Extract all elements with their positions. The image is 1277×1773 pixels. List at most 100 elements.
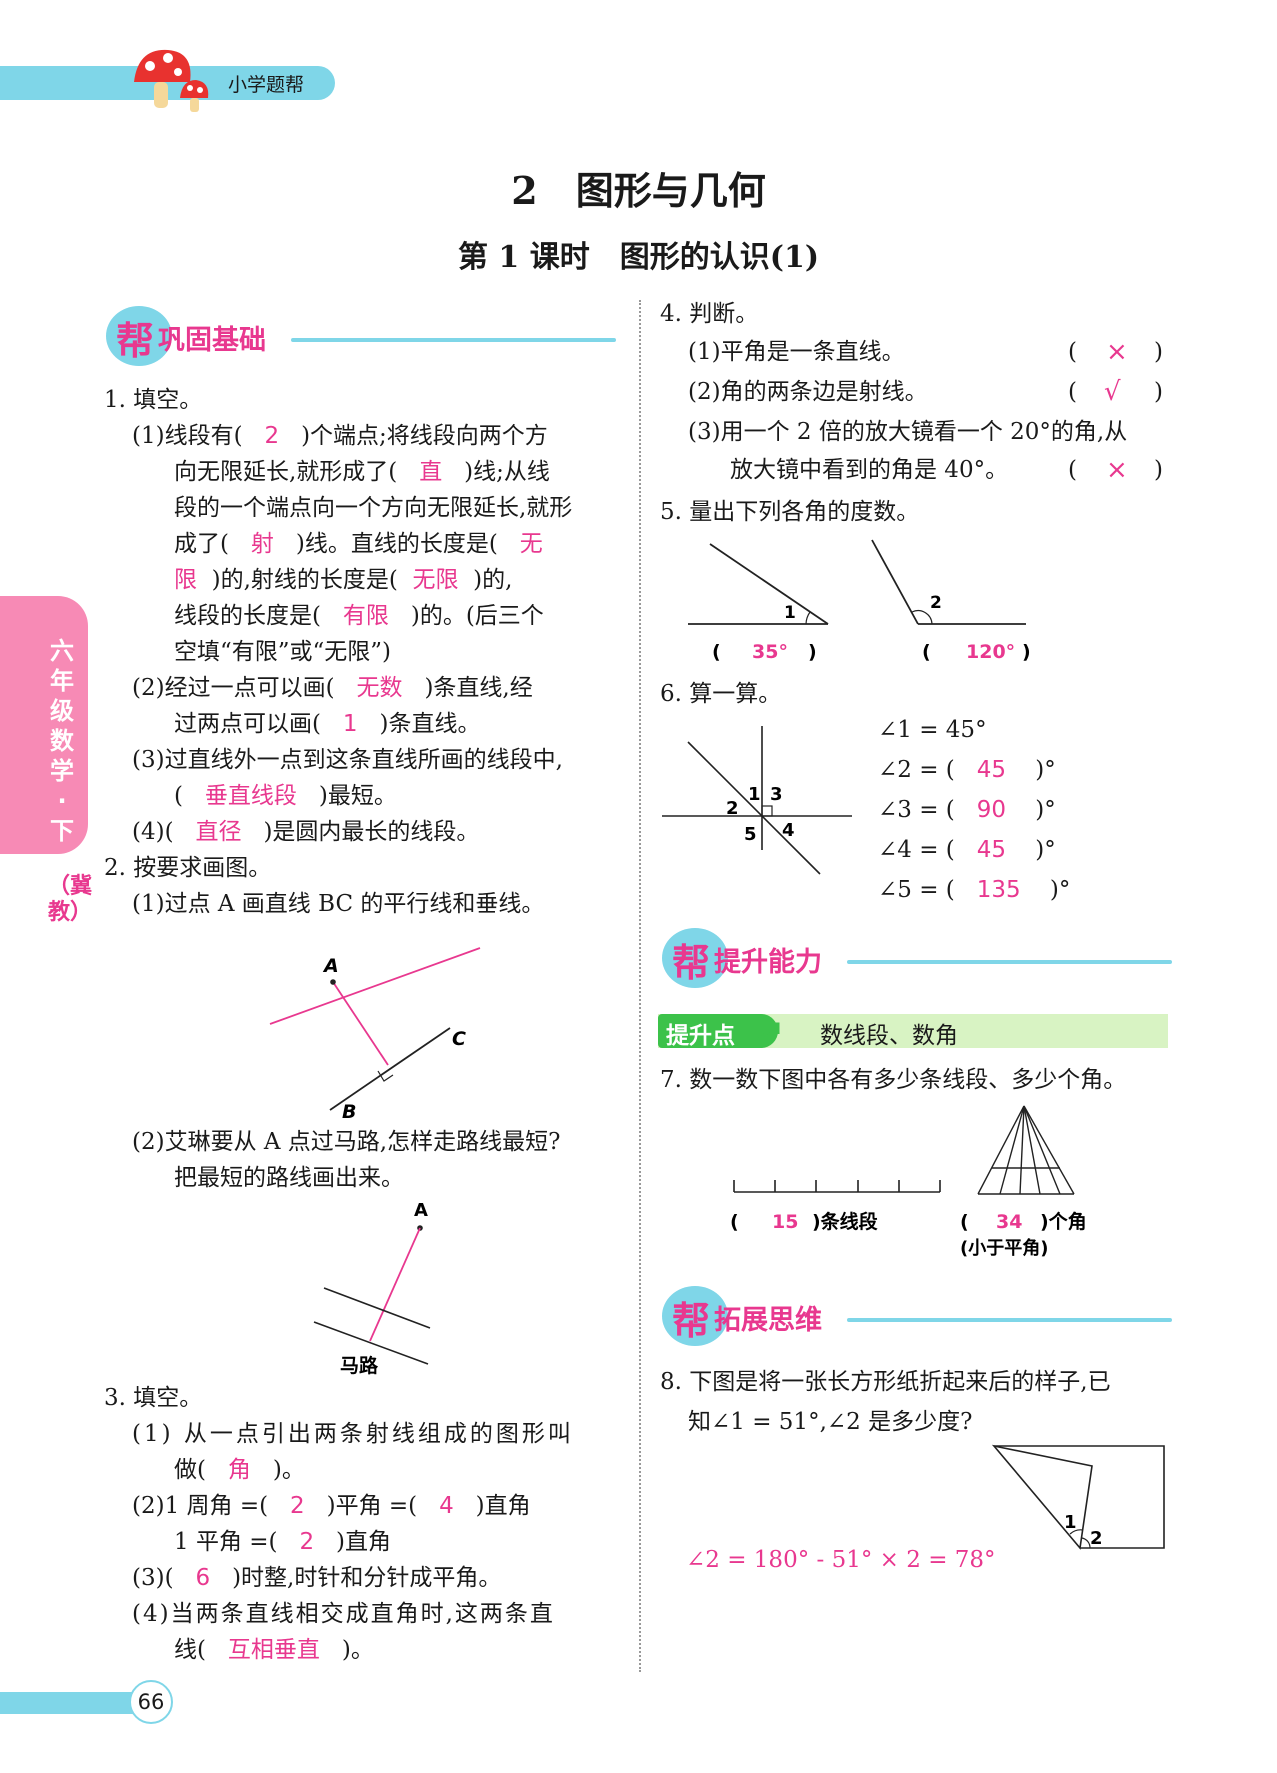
bang-badge: 帮: [106, 306, 172, 366]
q1-p1-line7: 空填“有限”或“无限”): [174, 639, 392, 665]
q6-title: 6. 算一算。: [660, 681, 782, 707]
q4-rparen-2: ): [1154, 379, 1163, 405]
perpendicular-line: [332, 981, 389, 1066]
label-c: C: [452, 1028, 466, 1050]
q4-lparen-2: (: [1068, 379, 1077, 405]
page-number-band: [0, 1692, 170, 1714]
q1-p2-line2: 过两点可以画( 1 )条直线。: [174, 711, 481, 737]
q4-lparen-3: (: [1068, 457, 1077, 483]
section-expand: 帮 拓展思维: [662, 1286, 1172, 1346]
q4-rparen-3: ): [1154, 457, 1163, 483]
q4-item1: (1)平角是一条直线。: [688, 339, 905, 365]
road-point-label: A: [414, 1200, 428, 1221]
label-4: 4: [782, 820, 795, 841]
q3-p1-line1: (1) 从一点引出两条射线组成的图形叫: [132, 1421, 574, 1447]
q5-title: 5. 量出下列各角的度数。: [660, 499, 920, 525]
angle2-label: 2: [1090, 1528, 1103, 1549]
q7-angle-answer: 34: [996, 1211, 1022, 1233]
angle2-arc: [1081, 1537, 1091, 1549]
diagonal-line: [687, 741, 821, 875]
mushroom-logo-icon: [134, 49, 209, 112]
side-tab-edition: （冀教）: [48, 874, 93, 925]
angle1-label: 1: [1064, 1512, 1077, 1533]
q5-lparen-1: (: [712, 641, 721, 663]
lesson-title: 第 1 课时 图形的认识(1): [457, 240, 820, 275]
q8-answer: ∠2 = 180° - 51° × 2 = 78°: [686, 1547, 996, 1573]
label-a: A: [322, 955, 339, 977]
q4-item2: (2)角的两条边是射线。: [688, 379, 928, 405]
label-1: 1: [748, 784, 761, 805]
q6-angle4: ∠4 = ( 45 )°: [878, 837, 1056, 863]
side-tab-grade: 六年级数学·下: [50, 637, 74, 845]
q1-p3-line2: ( 垂直线段 )最短。: [174, 783, 397, 809]
fan-triangle: [977, 1105, 1075, 1195]
q5-answer-2: 120°: [966, 641, 1015, 663]
paper-outline: [994, 1445, 1165, 1549]
q1-p1-line2: 向无限延长,就形成了( 直 )线;从线: [174, 459, 550, 485]
q3-p3: (3)( 6 )时整,时针和分针成平角。: [132, 1565, 502, 1591]
chapter-title: 2 图形与几何: [511, 168, 766, 213]
angle1-arc: [1069, 1529, 1084, 1535]
folded-flap: [992, 1444, 1093, 1550]
q5-rparen-2: ): [1022, 641, 1031, 663]
q1-p1-line6: 线段的长度是( 有限 )的。(后三个: [174, 603, 544, 629]
section-label: 巩固基础: [158, 325, 266, 356]
q1-p1-line4: 成了( 射 )线。直线的长度是( 无: [174, 531, 543, 557]
section-label: 拓展思维: [714, 1305, 822, 1336]
section-rule: [291, 338, 616, 342]
arrow-icon: [757, 1022, 780, 1042]
q6-angle3: ∠3 = ( 90 )°: [878, 797, 1056, 823]
q7-segment-answer: 15: [772, 1211, 798, 1233]
angle1-arc: [805, 611, 811, 625]
q7-angle-suffix: )个角: [1040, 1210, 1087, 1233]
label-3: 3: [770, 784, 783, 805]
tishengdian-topic: 数线段、数角: [820, 1023, 958, 1049]
q5-lparen-2: (: [922, 641, 931, 663]
right-angle-mark: [377, 1070, 394, 1082]
q4-title: 4. 判断。: [660, 301, 759, 327]
q5-rparen-1: ): [808, 641, 817, 663]
side-tab: [0, 596, 88, 854]
q6-intersecting-lines-figure: 1 3 2 4 5: [662, 726, 852, 875]
q1-p2-line1: (2)经过一点可以画( 无数 )条直线,经: [132, 675, 533, 701]
q5-answer-1: 35°: [752, 641, 788, 663]
q2-road-figure: A 马路: [313, 1200, 431, 1376]
angle1-arm: [709, 543, 829, 625]
label-5: 5: [744, 824, 757, 845]
q2-parallel-perpendicular-figure: A C B: [269, 947, 481, 1120]
q4-answer-3: ×: [1106, 455, 1128, 485]
q8-folded-paper-figure: 1 2: [992, 1444, 1165, 1550]
section-label: 提升能力: [714, 947, 822, 978]
q4-rparen-1: ): [1154, 339, 1163, 365]
q3-title: 3. 填空。: [104, 1385, 203, 1411]
q5-angles-figure: 1 2 ( 35° ) ( 120° ): [688, 539, 1031, 663]
q1-p3-line1: (3)过直线外一点到这条直线所画的线段中,: [132, 747, 563, 773]
q7-segment-suffix: )条线段: [812, 1210, 879, 1233]
section-basic: 帮 巩固基础: [106, 306, 616, 366]
q4-item3-line2: 放大镜中看到的角是 40°。: [730, 457, 1009, 483]
right-angle-mark: [761, 805, 773, 817]
bang-badge: 帮: [662, 1286, 728, 1346]
shortest-route: [369, 1227, 421, 1342]
q1-p1-line3: 段的一个端点向一个方向无限延长,就形: [174, 495, 573, 521]
label-2: 2: [726, 798, 739, 819]
q3-p2-line1: (2)1 周角 =( 2 )平角 =( 4 )直角: [132, 1493, 531, 1519]
q1-p1-line5: 限 )的,射线的长度是( 无限 )的,: [174, 567, 513, 593]
point-a: [330, 979, 336, 985]
q1-p1-line1: (1)线段有( 2 )个端点;将线段向两个方: [132, 423, 548, 449]
label-b: B: [342, 1101, 356, 1120]
q6-angle2: ∠2 = ( 45 )°: [878, 757, 1056, 783]
section-rule: [847, 960, 1172, 964]
bang-badge: 帮: [662, 928, 728, 988]
q6-given: ∠1 = 45°: [878, 717, 987, 743]
q2-title: 2. 按要求画图。: [104, 855, 272, 881]
angle2-arm: [871, 539, 919, 625]
q7-title: 7. 数一数下图中各有多少条线段、多少个角。: [660, 1067, 1127, 1093]
q7-angle-note: (小于平角): [960, 1237, 1048, 1259]
q8-line1: 8. 下图是将一张长方形纸折起来后的样子,已: [660, 1369, 1111, 1395]
q3-p1-line2: 做( 角 )。: [174, 1457, 305, 1483]
q4-answer-2: √: [1104, 377, 1121, 407]
q7-figures: ( 15 )条线段 ( 34 )个角 (小于平角): [730, 1105, 1087, 1259]
page-number: 66: [129, 1680, 173, 1724]
column-divider: [639, 300, 641, 1672]
